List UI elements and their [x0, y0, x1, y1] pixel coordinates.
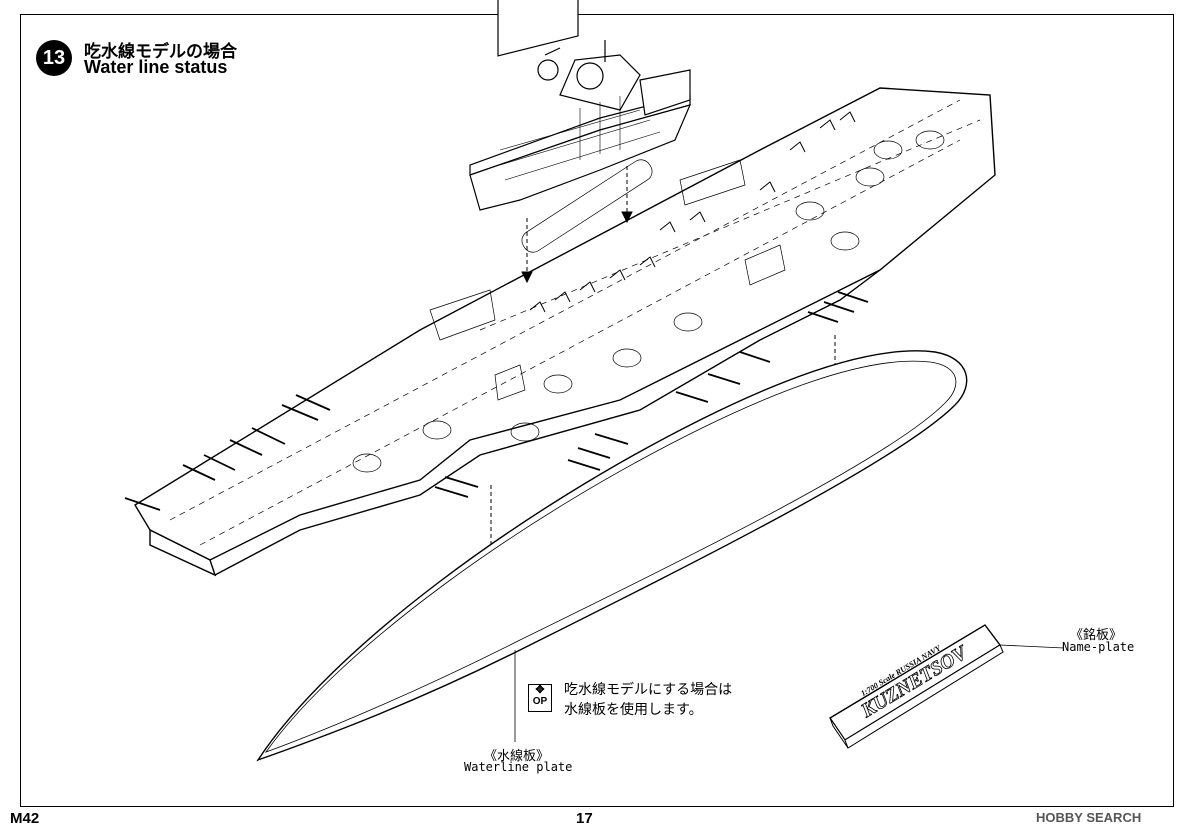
name-plate: 1:700 Scale RUSSIA NAVY KUZNETSOV	[829, 624, 1004, 749]
deck-markings	[169, 99, 981, 546]
waterline-plate	[256, 350, 968, 762]
step-title-japanese: 吃水線モデルの場合	[84, 42, 237, 62]
nameplate-label-japanese: 《銘板》	[1070, 628, 1123, 643]
nameplate-leader-line	[999, 644, 1065, 649]
puzzle-icon: ✥	[535, 684, 545, 696]
page-number: 17	[576, 810, 593, 827]
side-booms	[124, 291, 869, 511]
waterline-label-english: Waterline plate	[464, 760, 573, 774]
island-superstructure	[469, 0, 692, 211]
instruction-note: 吃水線モデルにする場合は 水線板を使用します。	[564, 680, 732, 720]
carrier-hull	[134, 87, 996, 577]
option-icon-label: OP	[532, 696, 548, 707]
nameplate-label-english: Name-plate	[1062, 640, 1135, 654]
instruction-line-2: 水線板を使用します。	[564, 702, 703, 718]
instruction-line-1: 吃水線モデルにする場合は	[564, 682, 733, 698]
step-title-english: Water line status	[84, 57, 228, 77]
step-number-badge: 13	[36, 40, 72, 76]
watermark: HOBBY SEARCH	[1036, 810, 1142, 825]
page-frame	[20, 14, 1174, 807]
deck-aircraft	[529, 111, 856, 313]
option-icon: ✥ OP	[528, 684, 552, 712]
manual-code: M42	[10, 810, 40, 827]
waterline-label-japanese: 《水線板》	[484, 749, 550, 764]
